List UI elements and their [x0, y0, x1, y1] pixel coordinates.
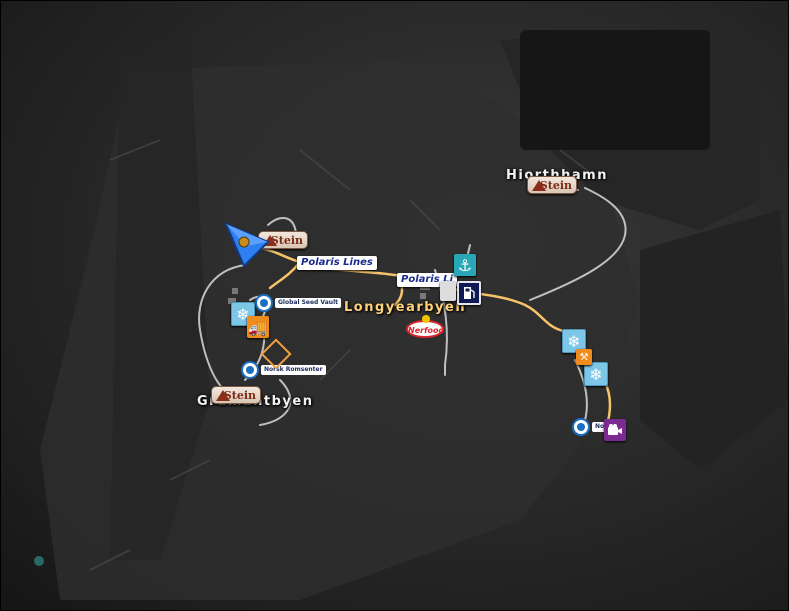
snowflake-icon[interactable]: ❄	[584, 362, 608, 386]
gas-station-building-icon[interactable]	[440, 281, 456, 301]
company-stein-marker[interactable]: Stein	[211, 386, 261, 404]
video-camera-icon[interactable]	[604, 419, 626, 441]
romsenter-logo-icon	[241, 361, 259, 379]
company-nerfood-marker[interactable]: Nerfood	[406, 315, 444, 338]
anchor-icon[interactable]: ⚓	[454, 254, 476, 276]
company-polaris-marker[interactable]: Polaris Lines	[297, 256, 377, 270]
company-romsenter-marker[interactable]: Norsk Romsenter	[241, 359, 326, 381]
fuel-pump-glyph	[464, 287, 475, 299]
romsenter-logo-icon	[572, 418, 590, 436]
navigation-arrow-icon	[224, 222, 270, 268]
fuel-pump-icon[interactable]	[457, 281, 481, 305]
romsenter-label: Norsk Romsenter	[261, 365, 326, 375]
seed-vault-logo-icon	[255, 294, 273, 312]
seed-vault-label: Global Seed Vault	[275, 298, 341, 308]
company-seed-vault-marker[interactable]: Global Seed Vault	[255, 292, 341, 314]
truck-service-icon[interactable]: ⚒	[576, 349, 592, 365]
city-label-longyearbyen[interactable]: Longyearbyen	[344, 300, 467, 315]
camera-glyph	[608, 424, 622, 435]
truck-service-icon[interactable]: 🚚	[247, 316, 269, 338]
map-speck-icon	[34, 556, 44, 566]
company-stein-marker[interactable]: Stein	[527, 176, 577, 194]
company-stein-marker[interactable]: Stein	[258, 231, 308, 249]
